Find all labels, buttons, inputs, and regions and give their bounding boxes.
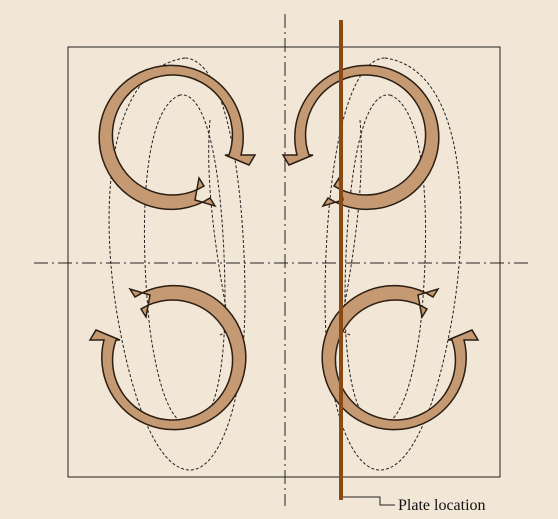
plate-location-label: Plate location [398, 497, 486, 514]
vortex-arrows [90, 65, 478, 429]
plate-leader-line [343, 497, 395, 505]
vortex-arrow-top-left [99, 65, 255, 209]
vortex-arrow-bottom-left [90, 286, 246, 430]
